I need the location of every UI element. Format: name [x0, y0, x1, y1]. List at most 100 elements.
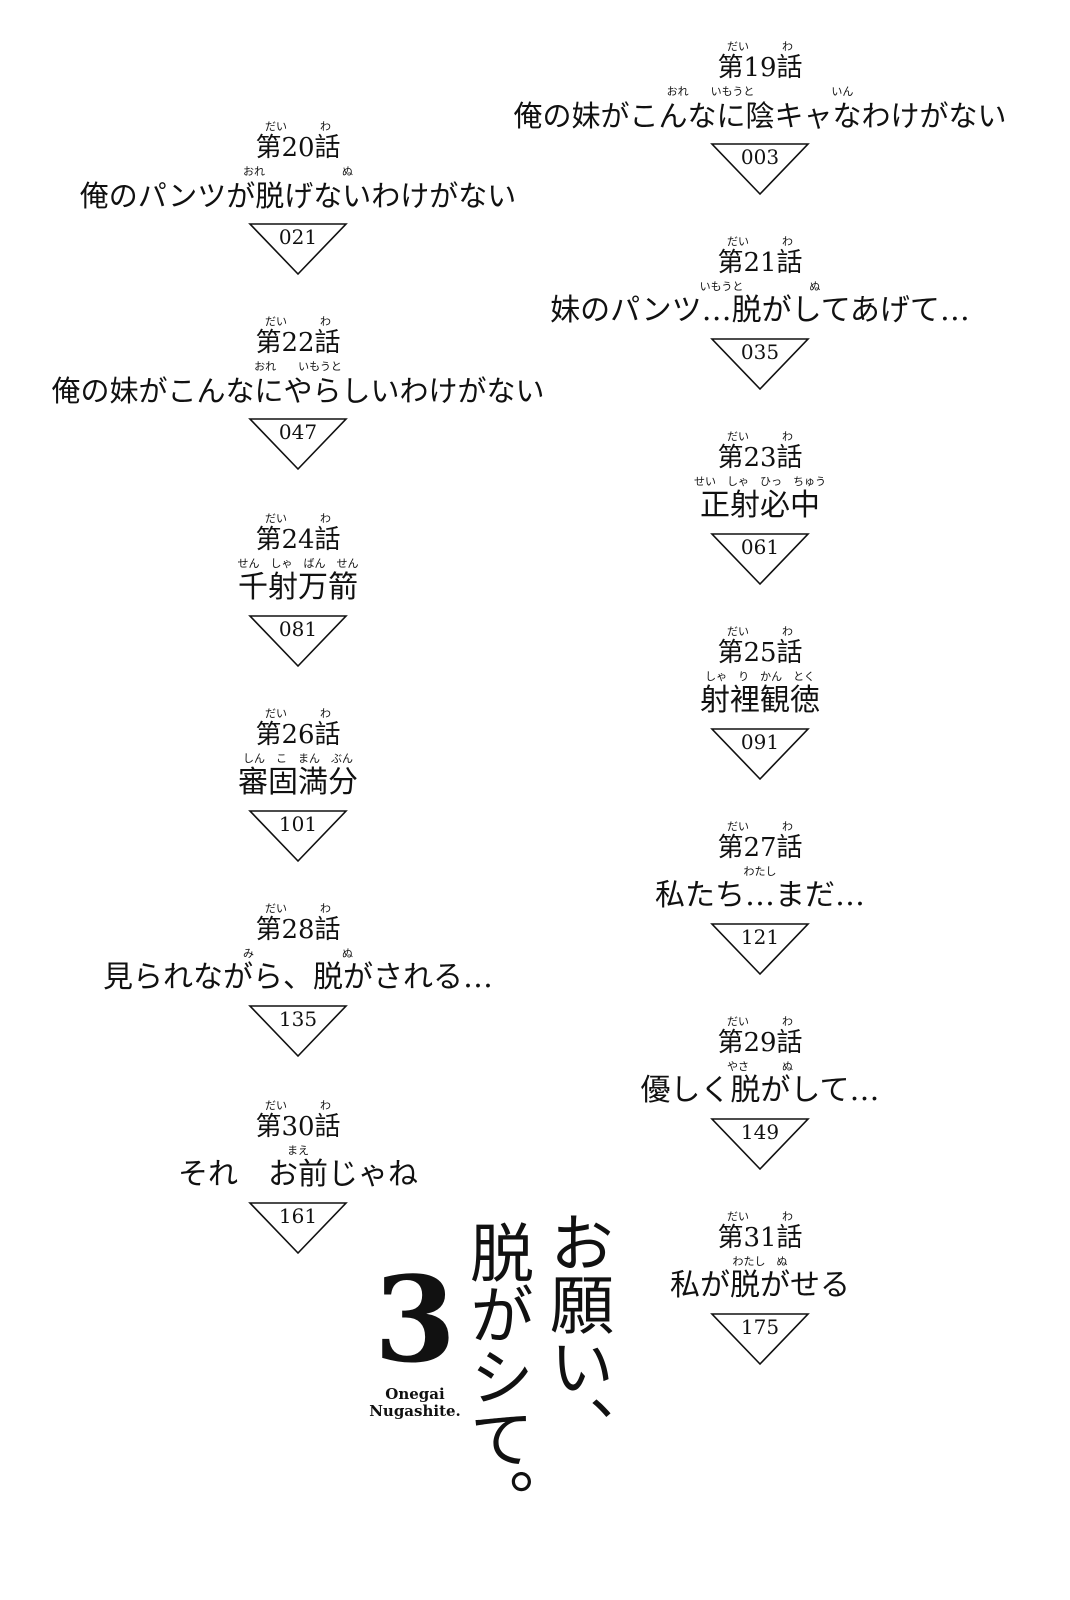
title-ruby: いもうと ぬ	[699, 280, 821, 293]
triangle-marker-icon	[248, 418, 348, 471]
chapter-number: 第26話	[255, 720, 341, 750]
chapter-title: 正射必中	[700, 488, 820, 523]
chapter-ruby: だい わ	[265, 512, 331, 525]
page-number: 161	[278, 1204, 318, 1228]
chapter-ruby: だい わ	[265, 902, 331, 915]
chapter-title: 妹のパンツ…脱がしてあげて…	[550, 293, 970, 328]
triangle-marker-icon	[710, 338, 810, 391]
chapter-ruby: だい わ	[727, 1210, 793, 1223]
title-ruby: おれ いもうと	[254, 360, 342, 373]
page-marker: 061	[710, 532, 810, 586]
volume-number: 3	[374, 1250, 457, 1389]
page-number: 149	[740, 1120, 780, 1144]
title-ruby: わたし ぬ	[732, 1255, 788, 1268]
triangle-marker-icon	[710, 1313, 810, 1366]
chapter-number: 第20話	[255, 133, 341, 163]
triangle-marker-icon	[710, 143, 810, 196]
page-number: 021	[278, 225, 318, 249]
chapter-number: 第19話	[717, 53, 803, 83]
chapter-title: 私が脱がせる	[670, 1268, 850, 1303]
page-marker: 003	[710, 142, 810, 196]
triangle-marker-icon	[710, 728, 810, 781]
page-number: 121	[740, 925, 780, 949]
toc-entry: だい わ第27話わたし私たち…まだ… 121	[500, 818, 1020, 976]
title-ruby: しゃ り かん とく	[705, 670, 815, 683]
page-marker: 175	[710, 1312, 810, 1366]
chapter-ruby: だい わ	[265, 707, 331, 720]
triangle-marker-icon	[248, 223, 348, 276]
page-marker: 101	[248, 809, 348, 863]
triangle-marker-icon	[710, 923, 810, 976]
page-number: 135	[278, 1007, 318, 1031]
chapter-title: 私たち…まだ…	[655, 878, 865, 913]
chapter-number: 第30話	[255, 1112, 341, 1142]
page-marker: 047	[248, 417, 348, 471]
page-marker: 091	[710, 727, 810, 781]
page-number: 091	[740, 730, 780, 754]
page-marker: 121	[710, 922, 810, 976]
chapter-ruby: だい わ	[727, 430, 793, 443]
chapter-number: 第21話	[717, 248, 803, 278]
toc-entry: だい わ第26話しん こ まん ぶん審固満分 101	[38, 705, 558, 863]
chapter-number: 第28話	[255, 915, 341, 945]
triangle-marker-icon	[248, 615, 348, 668]
toc-entry: だい わ第21話いもうと ぬ妹のパンツ…脱がしてあげて… 035	[500, 233, 1020, 391]
page-marker: 149	[710, 1117, 810, 1171]
chapter-ruby: だい わ	[727, 40, 793, 53]
chapter-title: 見られながら、脱がされる…	[103, 960, 493, 995]
chapter-title: 射裡観徳	[700, 683, 820, 718]
chapter-title: 優しく脱がして…	[640, 1073, 880, 1108]
chapter-ruby: だい わ	[727, 235, 793, 248]
triangle-marker-icon	[248, 1005, 348, 1058]
chapter-number: 第29話	[717, 1028, 803, 1058]
chapter-number: 第22話	[255, 328, 341, 358]
title-ruby: まえ	[287, 1144, 309, 1157]
page-number: 081	[278, 617, 318, 641]
title-ruby: しん こ まん ぶん	[243, 752, 353, 765]
chapter-number: 第25話	[717, 638, 803, 668]
page-number: 003	[740, 145, 780, 169]
toc-entry: だい わ第31話わたし ぬ私が脱がせる 175	[500, 1208, 1020, 1366]
page-number: 101	[278, 812, 318, 836]
page-marker: 035	[710, 337, 810, 391]
title-ruby: み ぬ	[243, 947, 353, 960]
page-marker: 161	[248, 1201, 348, 1255]
logo-line-2: 脱がシて。	[459, 1220, 533, 1530]
toc-entry: だい わ第25話しゃ り かん とく射裡観徳 091	[500, 623, 1020, 781]
toc-entry: だい わ第28話み ぬ見られながら、脱がされる… 135	[38, 900, 558, 1058]
page-number: 047	[278, 420, 318, 444]
triangle-marker-icon	[710, 533, 810, 586]
title-ruby: おれ ぬ	[243, 165, 353, 178]
title-ruby: わたし	[743, 865, 777, 878]
chapter-title: 俺のパンツが脱げないわけがない	[79, 179, 517, 213]
chapter-ruby: だい わ	[265, 1099, 331, 1112]
toc-entry: だい わ第20話おれ ぬ俺のパンツが脱げないわけがない 021	[38, 118, 558, 276]
romaji-title: Onegai Nugashite.	[360, 1386, 470, 1420]
page-number: 061	[740, 535, 780, 559]
triangle-marker-icon	[248, 810, 348, 863]
chapter-number: 第24話	[255, 525, 341, 555]
chapter-number: 第27話	[717, 833, 803, 863]
chapter-number: 第31話	[717, 1223, 803, 1253]
page-marker: 135	[248, 1004, 348, 1058]
chapter-ruby: だい わ	[727, 820, 793, 833]
chapter-ruby: だい わ	[265, 120, 331, 133]
title-ruby: せい しゃ ひっ ちゅう	[694, 475, 826, 488]
triangle-marker-icon	[248, 1202, 348, 1255]
chapter-ruby: だい わ	[727, 1015, 793, 1028]
chapter-title: それ お前じゃね	[178, 1157, 418, 1192]
triangle-marker-icon	[710, 1118, 810, 1171]
chapter-ruby: だい わ	[265, 315, 331, 328]
page-number: 035	[740, 340, 780, 364]
chapter-title: 千射万箭	[238, 570, 358, 605]
romaji-line-1: Onegai	[385, 1385, 445, 1403]
page-number: 175	[740, 1315, 780, 1339]
title-logo: お願い、 脱がシて。 3 Onegai Nugashite.	[360, 1210, 620, 1580]
chapter-title: 俺の妹がこんなに陰キャなわけがない	[513, 99, 1007, 133]
chapter-title: 審固満分	[238, 765, 358, 800]
title-ruby: やさ ぬ	[727, 1060, 793, 1073]
chapter-ruby: だい わ	[727, 625, 793, 638]
